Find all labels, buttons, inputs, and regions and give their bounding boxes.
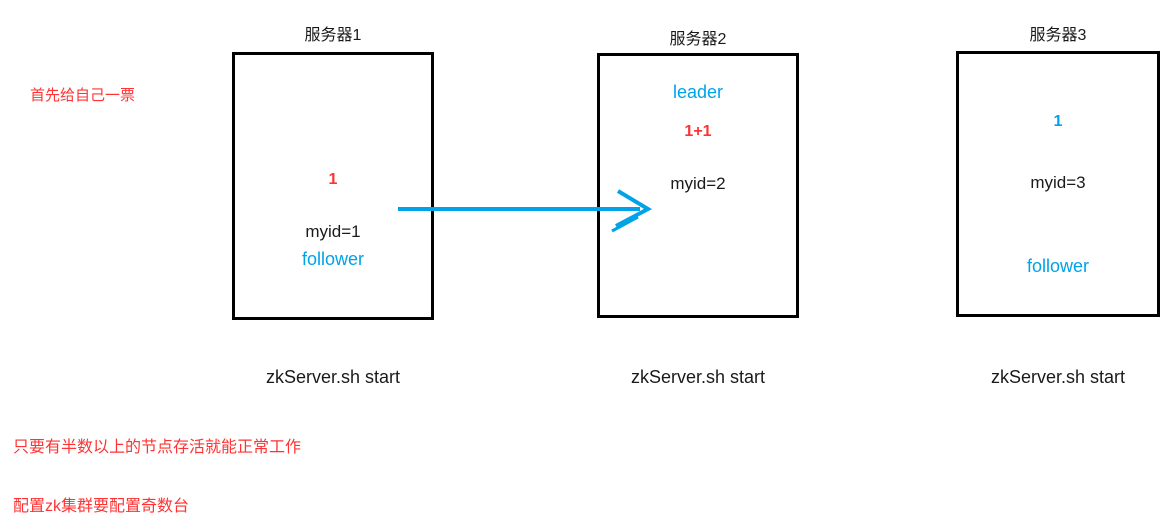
server1-myid: myid=1: [305, 222, 361, 241]
server1-role-label: follower: [301, 249, 365, 269]
server3-title: 服务器3: [1029, 27, 1087, 44]
server2-vote-count: 1+1: [684, 123, 712, 140]
server3-start-command: zkServer.sh start: [990, 367, 1126, 387]
server1-start-command: zkServer.sh start: [265, 367, 401, 387]
server1-vote-count: 1: [328, 171, 338, 188]
server2-role-label: leader: [672, 82, 724, 102]
server2-box: leader 1+1 myid=2: [597, 53, 799, 318]
server3-vote-count: 1: [1053, 113, 1063, 130]
server1-box: 1 myid=1 follower: [232, 52, 434, 320]
server2-start-command: zkServer.sh start: [630, 367, 766, 387]
server1-title: 服务器1: [304, 27, 362, 44]
server2-myid: myid=2: [670, 174, 726, 193]
note-odd-count: 配置zk集群要配置奇数台: [13, 498, 190, 515]
server2-title: 服务器2: [669, 31, 727, 48]
server3-role-label: follower: [1026, 256, 1090, 276]
vote-arrow-server1-to-server2: [398, 189, 653, 233]
server3-myid: myid=3: [1030, 173, 1086, 192]
note-quorum: 只要有半数以上的节点存活就能正常工作: [13, 439, 302, 456]
note-vote-self: 首先给自己一票: [30, 87, 136, 104]
server3-box: 1 myid=3 follower: [956, 51, 1160, 317]
